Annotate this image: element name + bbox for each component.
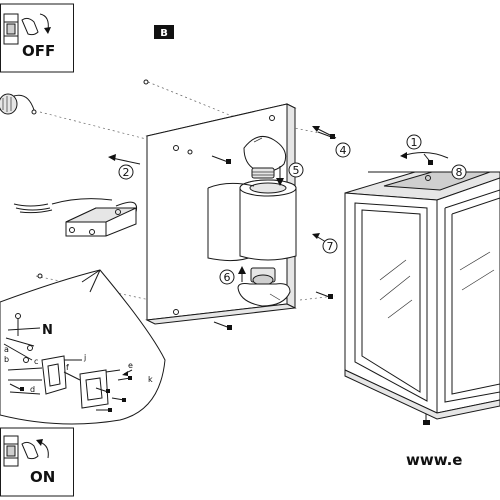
hand-icon (21, 441, 39, 460)
plate-hole (173, 145, 179, 151)
power-on-panel: ON (0, 427, 74, 497)
screw-icon (111, 397, 126, 402)
cable-wires (13, 198, 113, 214)
lamp-housing (207, 179, 297, 262)
website-text: www.e (406, 451, 462, 469)
callout-1: 1 (406, 134, 422, 150)
on-label: ON (30, 468, 55, 486)
callout-5: 5 (288, 162, 304, 178)
lantern-body (344, 171, 500, 420)
screw-holes (37, 79, 149, 279)
screw-icon (117, 376, 132, 381)
off-panel-frame (0, 3, 74, 73)
detail-letter-d: d (30, 385, 35, 394)
svg-text:6: 6 (224, 271, 231, 284)
plate-hole (173, 309, 179, 315)
variant-tag-label: B (160, 28, 168, 39)
detail-letter-k: k (148, 375, 153, 384)
power-off-panel: OFF (0, 3, 74, 73)
svg-text:7: 7 (327, 240, 334, 253)
detail-letter-f: f (66, 363, 69, 372)
arrow-icon (122, 369, 133, 376)
arrow-icon (108, 154, 141, 165)
detail-letter-c: c (34, 357, 38, 366)
neutral-label: N (42, 323, 53, 338)
plate-hole (187, 149, 193, 155)
switch-down-arrow-icon (39, 13, 51, 34)
hand-icon (21, 17, 39, 36)
screw-icon (9, 383, 24, 391)
construction-lines (35, 81, 336, 301)
plate-hole (269, 115, 275, 121)
wiring-detail: N a b c (0, 269, 166, 425)
junction-box (65, 201, 138, 237)
arrow-icon (238, 266, 246, 282)
variant-tag: B (154, 25, 174, 39)
off-label: OFF (22, 42, 55, 60)
screw-icon (95, 387, 110, 393)
arrow-icon (276, 166, 284, 186)
switch-up-arrow-icon (36, 439, 49, 459)
screw-icon (96, 408, 112, 412)
screw-icon (315, 291, 333, 299)
svg-text:4: 4 (340, 144, 347, 157)
detail-letter-e: e (128, 361, 133, 370)
svg-text:2: 2 (123, 166, 130, 179)
lower-bulb (237, 267, 291, 307)
callout-2: 2 (118, 164, 134, 180)
screw-icon (211, 155, 231, 164)
callout-7: 7 (322, 238, 338, 254)
detail-letter-a: a (4, 345, 9, 354)
svg-text:1: 1 (411, 136, 418, 149)
breaker-switch-icon (3, 13, 19, 45)
on-panel-frame (0, 427, 74, 497)
detail-letter-j: j (83, 353, 86, 362)
svg-text:8: 8 (456, 166, 463, 179)
screw-icon (423, 153, 433, 165)
callout-6: 6 (219, 269, 235, 285)
svg-text:5: 5 (293, 164, 300, 177)
upper-bulb (243, 135, 287, 179)
screw-icon (213, 321, 232, 330)
arrow-icon (312, 126, 337, 139)
detail-letter-b: b (4, 355, 9, 364)
arrow-icon (400, 152, 449, 159)
breaker-switch-icon (3, 435, 19, 467)
callout-8: 8 (451, 164, 467, 180)
callout-4: 4 (335, 142, 351, 158)
wall-anchor-icon (0, 93, 37, 115)
